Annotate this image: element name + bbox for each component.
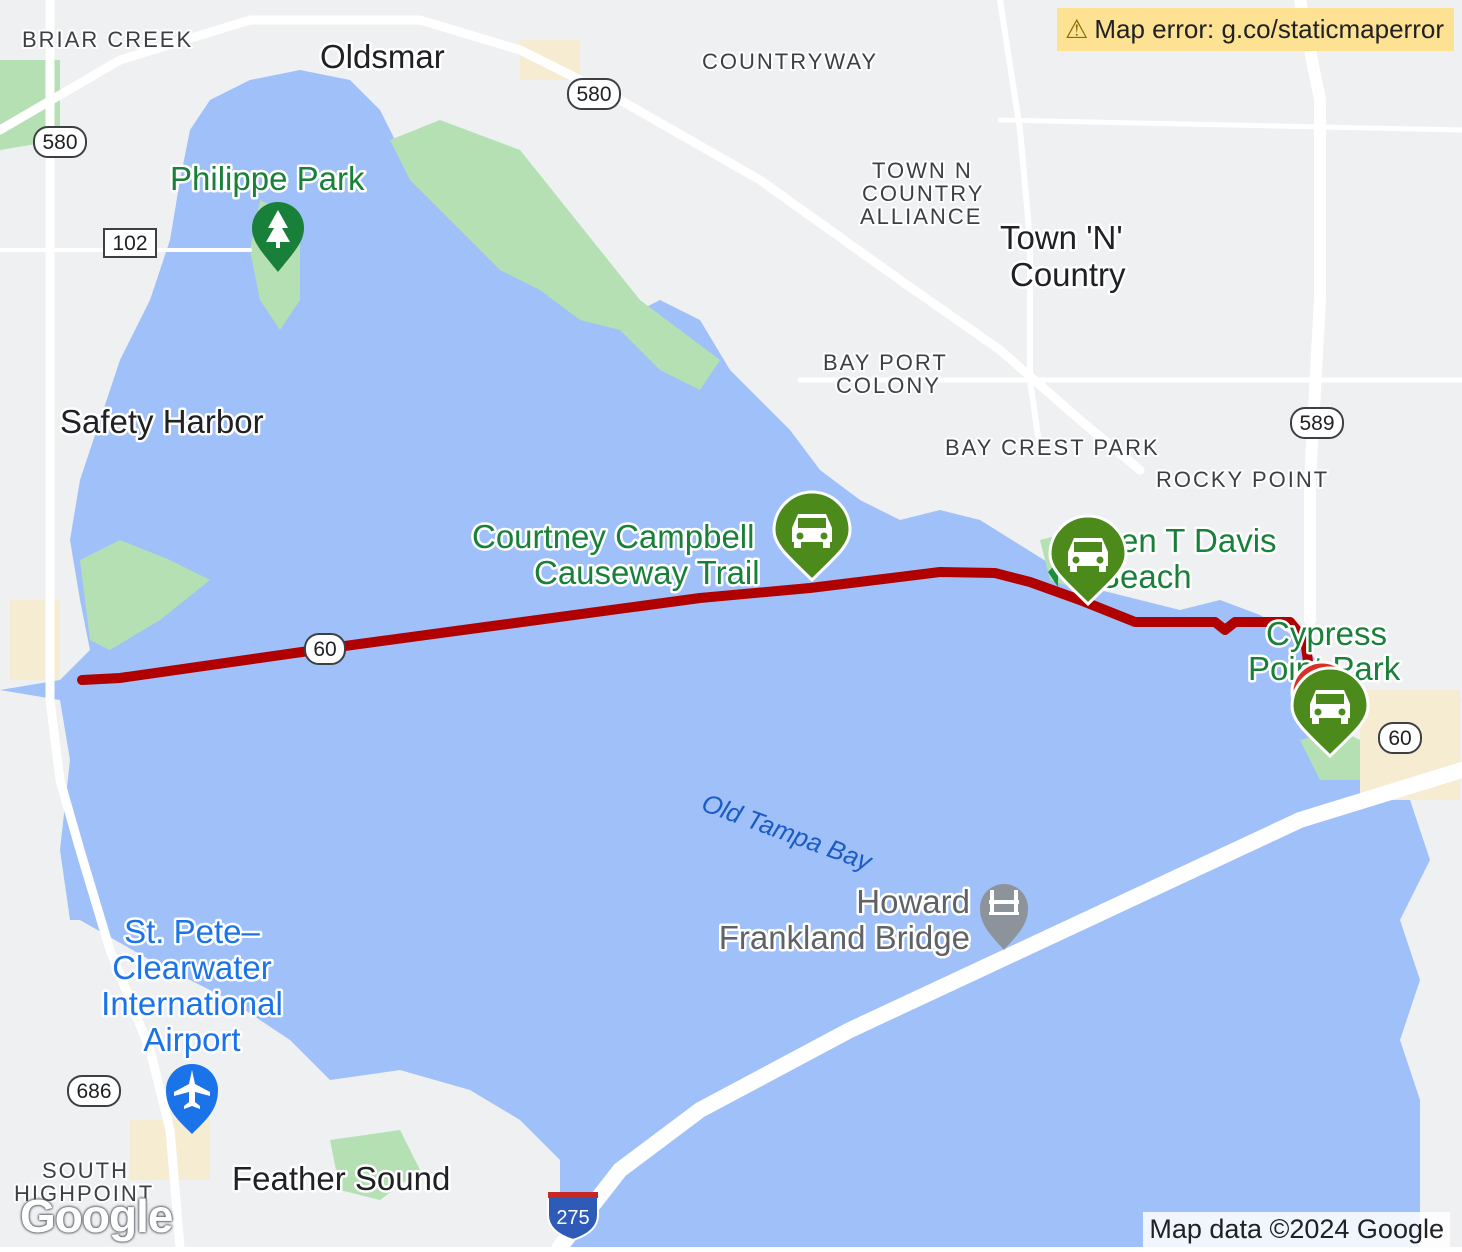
map-attribution[interactable]: Map data ©2024 Google <box>1143 1212 1450 1247</box>
car-icon[interactable] <box>772 490 852 583</box>
svg-text:102: 102 <box>112 232 147 255</box>
warning-icon: ⚠ <box>1065 14 1089 44</box>
route-line <box>77 567 1330 745</box>
car-icon[interactable] <box>1290 660 1370 759</box>
label-airport-4: Airport <box>143 1021 240 1058</box>
label-bay-port-colony-1: BAY PORT <box>823 350 948 375</box>
map-error-notice[interactable]: ⚠Map error: g.co/staticmaperror <box>1057 8 1454 51</box>
svg-text:60: 60 <box>1388 727 1411 750</box>
label-feather-sound: Feather Sound <box>232 1160 450 1197</box>
label-town-n-country-alliance-1: TOWN N <box>872 158 973 183</box>
tree-icon[interactable] <box>252 202 304 272</box>
shield-102: 102 <box>103 228 157 258</box>
svg-text:60: 60 <box>313 638 336 661</box>
label-safety-harbor: Safety Harbor <box>60 403 264 440</box>
label-south-highpoint-2: HIGHPOINT <box>14 1181 154 1206</box>
label-bay-port-colony-2: COLONY <box>836 373 941 398</box>
svg-text:275: 275 <box>556 1207 589 1229</box>
shield-589: 589 <box>1290 407 1344 439</box>
map-error-text: Map error: g.co/staticmaperror <box>1094 14 1444 44</box>
shield-686: 686 <box>67 1075 121 1107</box>
shield-580-north: 580 <box>567 78 621 110</box>
svg-text:580: 580 <box>576 83 611 106</box>
label-briar-creek: BRIAR CREEK <box>22 27 193 52</box>
shield-i275: 275 <box>547 1192 599 1242</box>
label-philippe-park: Philippe Park <box>170 160 365 197</box>
label-town-n-country-1: Town 'N' <box>1000 219 1123 256</box>
label-airport-3: International <box>101 985 283 1022</box>
svg-text:589: 589 <box>1299 412 1334 435</box>
label-town-n-country-alliance-3: ALLIANCE <box>860 204 982 229</box>
label-town-n-country-2: Country <box>1010 256 1126 293</box>
svg-text:686: 686 <box>76 1080 111 1103</box>
label-courtney-campbell-2: Causeway Trail <box>534 554 760 591</box>
google-logo: Google <box>20 1190 173 1242</box>
label-bay-crest-park: BAY CREST PARK <box>945 435 1160 460</box>
label-oldsmar: Oldsmar <box>320 38 445 75</box>
bridge-icon[interactable] <box>980 884 1028 950</box>
car-icon[interactable] <box>1048 514 1128 607</box>
label-town-n-country-alliance-2: COUNTRY <box>862 181 984 206</box>
label-airport-1: St. Pete– <box>124 913 260 950</box>
label-courtney-campbell-1: Courtney Campbell <box>472 518 754 555</box>
shield-60-west: 60 <box>304 633 346 665</box>
label-howard-frankland-1: Howard <box>856 883 970 920</box>
label-countryway: COUNTRYWAY <box>702 49 878 74</box>
airplane-icon[interactable] <box>166 1064 218 1134</box>
svg-text:580: 580 <box>42 131 77 154</box>
label-cypress-point-1: Cypress <box>1266 615 1387 652</box>
shield-60-east: 60 <box>1378 722 1422 754</box>
label-airport-2: Clearwater <box>112 949 272 986</box>
label-rocky-point: ROCKY POINT <box>1156 467 1329 492</box>
shield-580-west: 580 <box>33 126 87 158</box>
label-south-highpoint-1: SOUTH <box>42 1158 129 1183</box>
label-howard-frankland-2: Frankland Bridge <box>719 919 970 956</box>
